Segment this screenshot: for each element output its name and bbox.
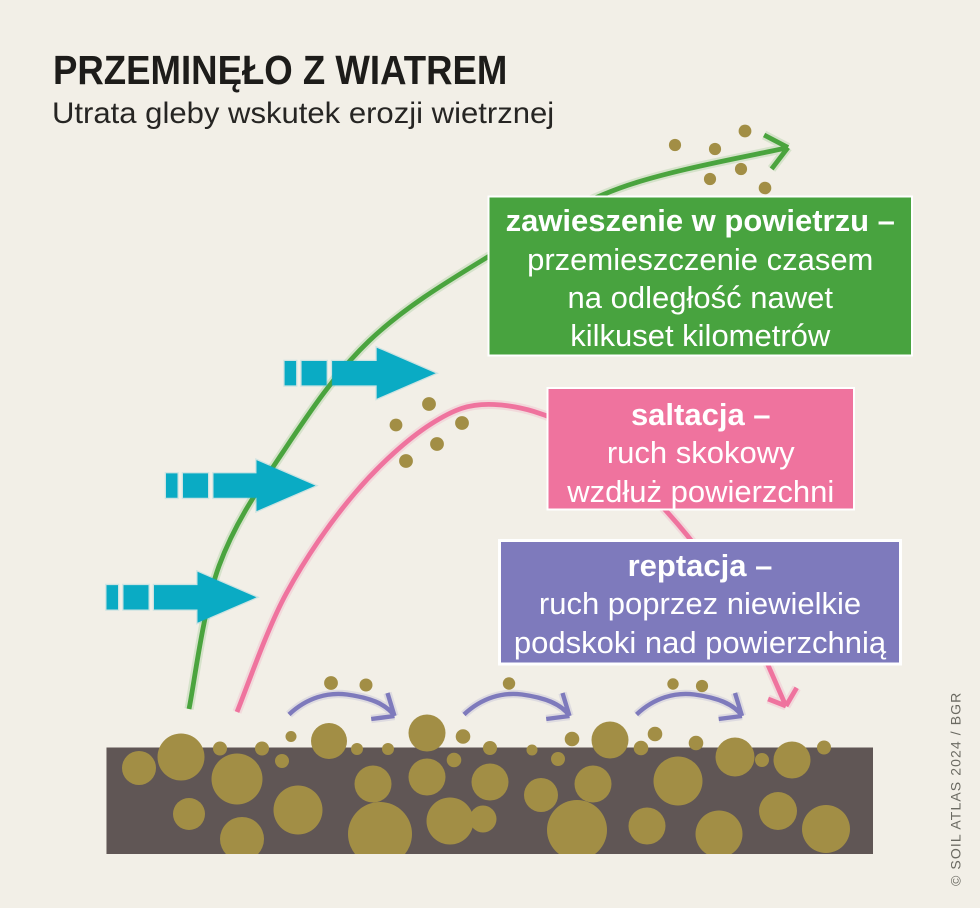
- svg-text:© SOIL ATLAS 2024 / BGR: © SOIL ATLAS 2024 / BGR: [948, 692, 964, 886]
